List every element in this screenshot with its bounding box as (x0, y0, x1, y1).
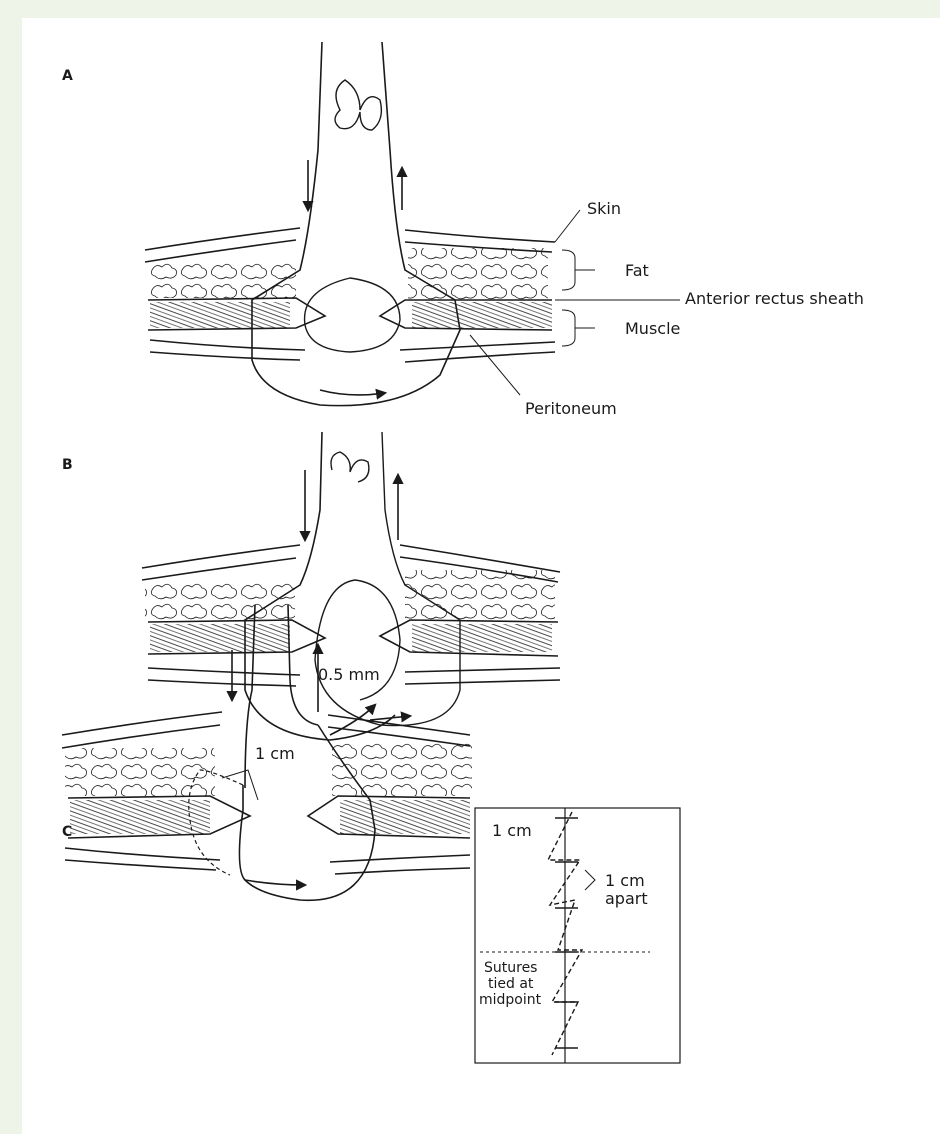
fat-label: Fat (625, 262, 649, 280)
panel-a (145, 42, 680, 406)
inset-sutures-label-line2: tied at (488, 976, 533, 992)
panel-a-right-tissue (380, 230, 555, 362)
inset-top-distance-label: 1 cm (492, 822, 532, 840)
inset-sutures-label-line1: Sutures (484, 960, 537, 976)
inset-sutures-label-line3: midpoint (479, 992, 541, 1008)
suture-inset-panel (475, 808, 680, 1063)
panel-b-left-tissue (142, 545, 325, 686)
peritoneum-label: Peritoneum (525, 400, 617, 418)
panel-b-label: B (62, 457, 73, 473)
inset-spacing-label-line1: 1 cm (605, 872, 645, 890)
skin-label: Skin (587, 200, 621, 218)
panel-a-label: A (62, 68, 73, 84)
anterior-rectus-sheath-label: Anterior rectus sheath (685, 290, 864, 308)
bite-distance-label: 1 cm (255, 745, 295, 763)
panel-b (142, 432, 560, 740)
panel-b-right-tissue (380, 545, 560, 684)
panel-c-right-tissue (308, 715, 472, 874)
panel-c-left-tissue (62, 712, 250, 870)
muscle-label: Muscle (625, 320, 680, 338)
inset-spacing-label-line2: apart (605, 890, 648, 908)
panel-c-label: C (62, 824, 72, 840)
gap-measure-label: 0.5 mm (318, 666, 380, 684)
panel-a-left-tissue (145, 228, 325, 360)
